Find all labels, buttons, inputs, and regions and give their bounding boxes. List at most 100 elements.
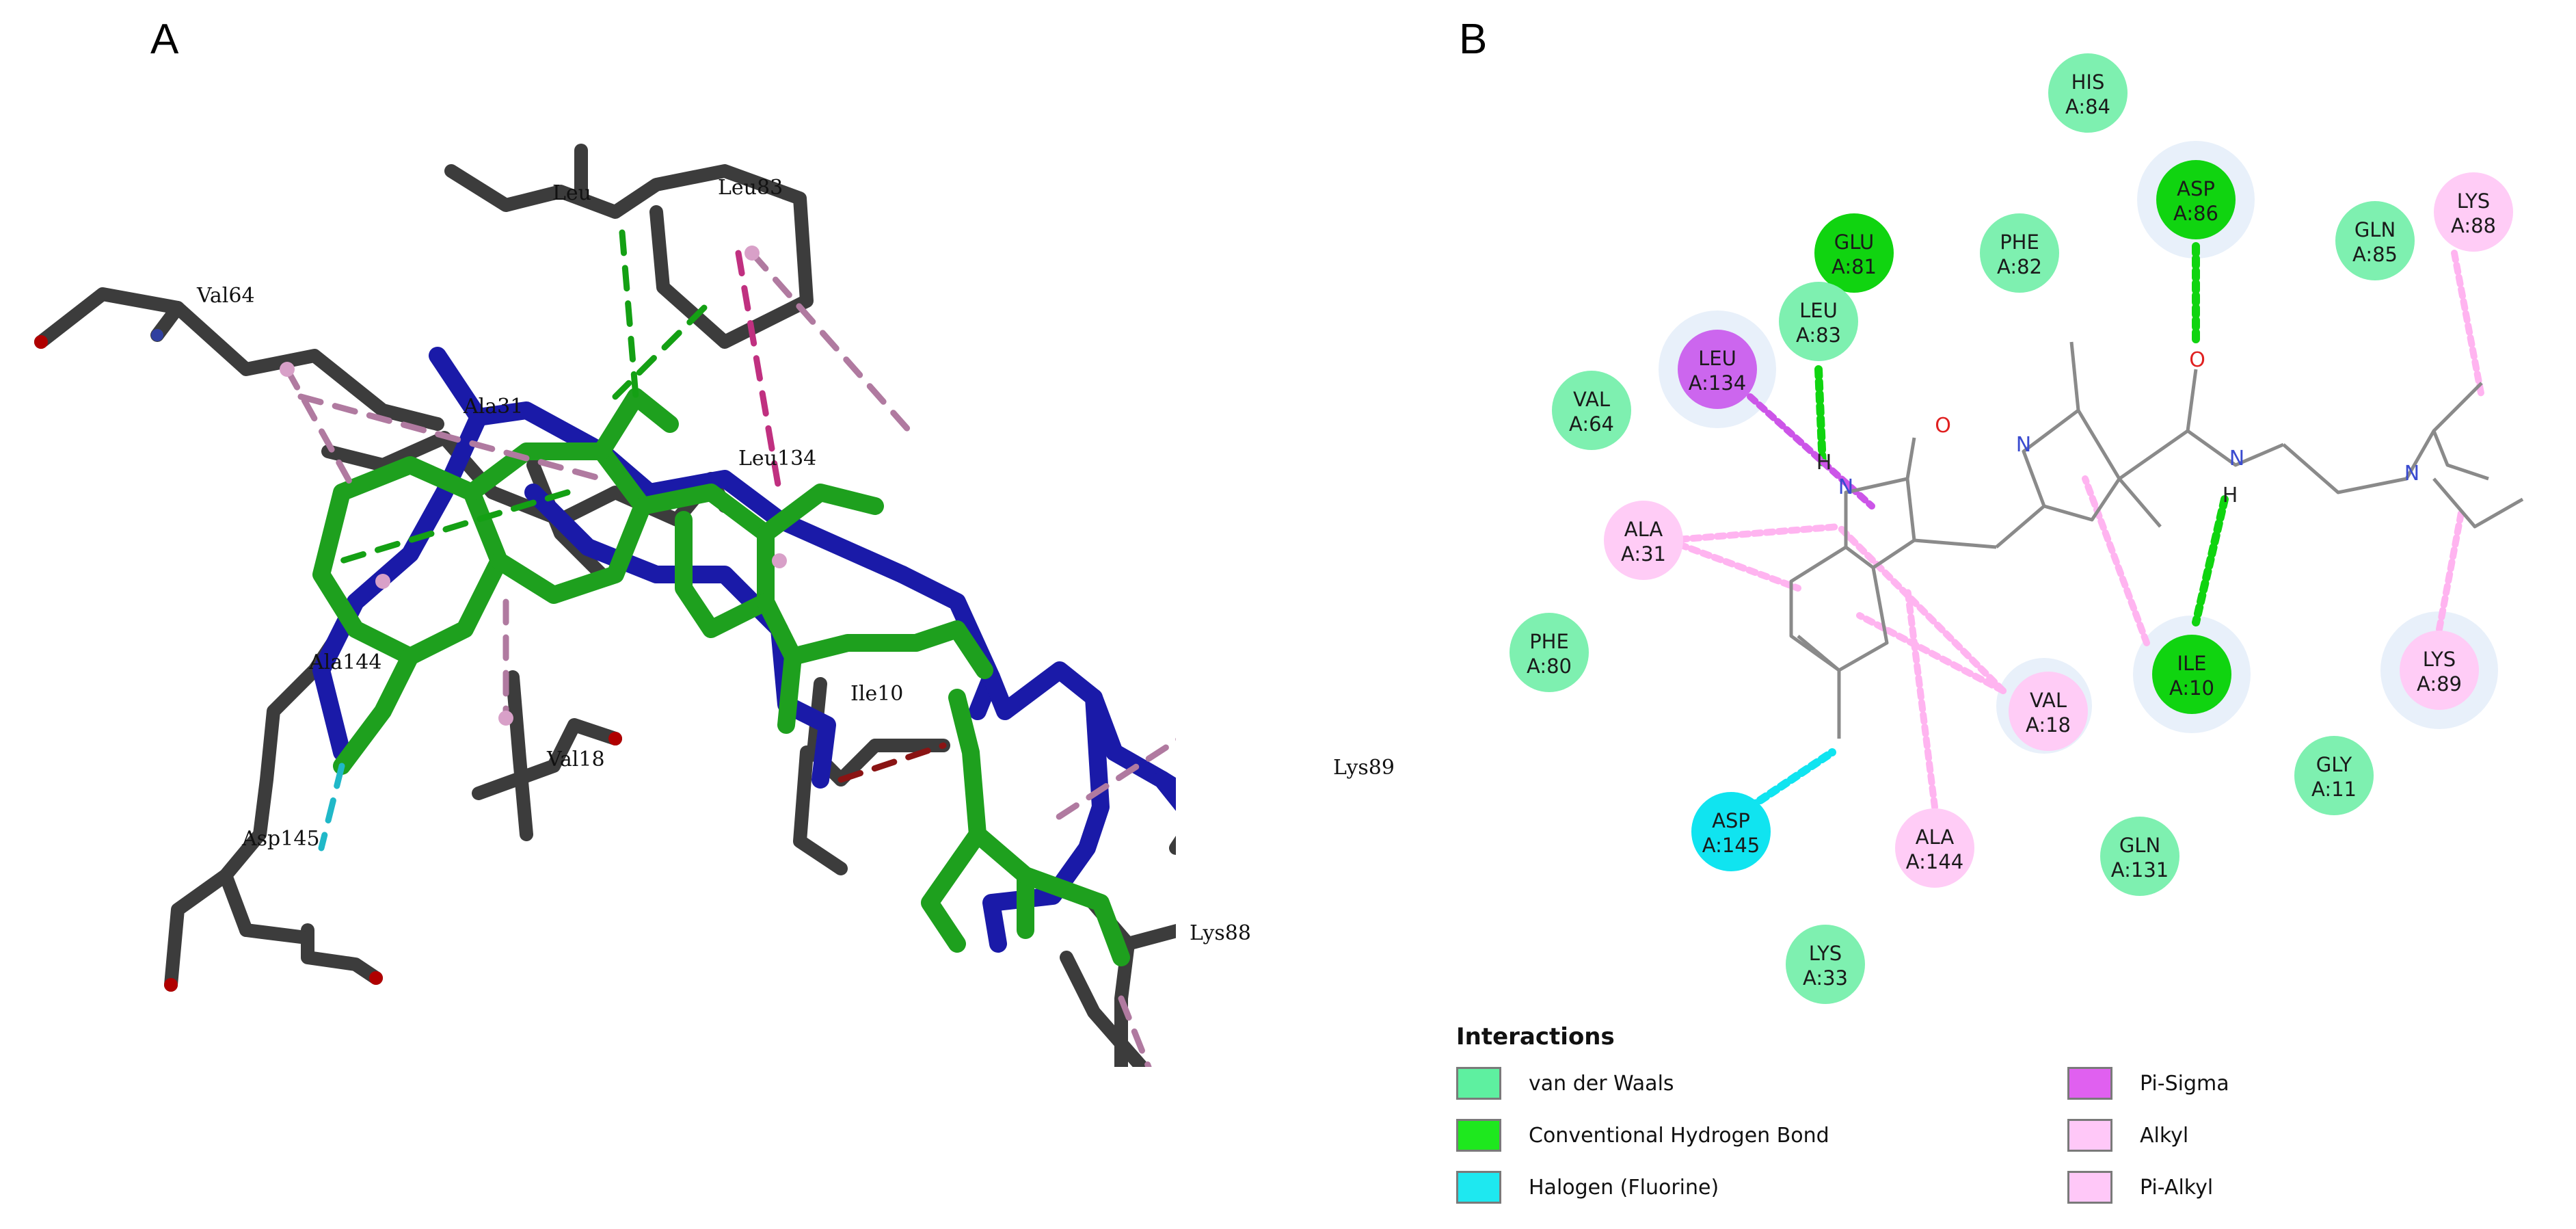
svg-text:O: O <box>1935 414 1951 438</box>
residue-number-label: A:33 <box>1803 966 1848 990</box>
alkyl-line <box>1665 537 1801 592</box>
residue-circle <box>1691 792 1771 871</box>
residue-name-label: GLU <box>1834 230 1874 254</box>
residue-name-label: VAL <box>1573 388 1610 411</box>
residue-circle <box>2434 172 2513 252</box>
residue-name-label: ALA <box>1916 825 1955 849</box>
panel-a-3d-pose <box>34 144 1176 1067</box>
panel-b-label: B <box>1459 16 1488 63</box>
residue-circle <box>2009 672 2088 751</box>
residue-number-label: A:82 <box>1997 255 2042 278</box>
residue-label-val64: Val64 <box>196 284 255 308</box>
residue-circle <box>2335 201 2415 280</box>
residue-name-label: ALA <box>1624 518 1663 541</box>
legend-swatch <box>1456 1171 1501 1204</box>
residue-name-label: ILE <box>2177 652 2206 675</box>
residue-name-label: HIS <box>2071 70 2105 94</box>
residue-number-label: A:145 <box>1702 834 1760 857</box>
interaction-lines <box>1665 242 2485 825</box>
residue-name-label: GLN <box>2119 834 2160 857</box>
residue-number-label: A:134 <box>1689 371 1746 395</box>
residue-name-label: GLY <box>2316 753 2352 776</box>
residue-circle <box>2400 631 2479 710</box>
residue-label-ala144: Ala144 <box>308 650 381 674</box>
residue-number-label: A:31 <box>1621 542 1666 566</box>
legend-item-vdw: van der Waals <box>1456 1067 1674 1100</box>
residue-circle <box>1779 282 1858 361</box>
alkyl-line <box>2451 250 2485 400</box>
legend-swatch <box>1456 1067 1501 1100</box>
residue-label-asp145: Asp145 <box>241 827 320 851</box>
residue-circle <box>2100 817 2179 896</box>
pi-alkyl-dash <box>1118 995 1152 1067</box>
legend-swatch <box>2067 1119 2112 1152</box>
residue-label-ile10: Ile10 <box>850 682 903 706</box>
residue-number-label: A:88 <box>2451 214 2496 237</box>
residue-circle <box>2156 160 2236 239</box>
panel-a-label: A <box>150 16 179 63</box>
pi-sigma-dash <box>735 250 783 496</box>
residue-name-label: LYS <box>2423 648 2456 671</box>
pi-sigma-line <box>1747 393 1875 510</box>
legend-item-alkyl: Alkyl <box>2067 1119 2188 1152</box>
residue-circle <box>1552 371 1631 450</box>
svg-text:N: N <box>1838 475 1853 499</box>
svg-text:H: H <box>2223 484 2238 507</box>
residue-number-label: A:144 <box>1906 850 1963 873</box>
residue-label-lys89: Lys89 <box>1333 756 1395 780</box>
legend-swatch <box>2067 1171 2112 1204</box>
svg-text:N: N <box>2404 462 2419 486</box>
residue-name-label: ASP <box>1712 809 1750 832</box>
legend-title: Interactions <box>1456 1023 1615 1050</box>
svg-text:H: H <box>1816 451 1832 475</box>
residue-circle <box>2048 53 2128 133</box>
residue-number-label: A:86 <box>2173 202 2218 225</box>
halogen-dash <box>318 763 345 851</box>
residue-number-label: A:64 <box>1569 412 1614 436</box>
residue-circle <box>1980 213 2059 293</box>
residue-number-label: A:89 <box>2417 672 2462 696</box>
legend-item-pialkyl: Pi-Alkyl <box>2067 1171 2213 1204</box>
residue-name-label: LYS <box>2457 189 2490 213</box>
residue-circle <box>1895 808 1974 888</box>
alkyl-line <box>1665 523 1842 544</box>
residue-number-label: A:11 <box>2311 778 2357 801</box>
hbond-dash <box>612 304 708 400</box>
residue-circle <box>1786 925 1865 1004</box>
svg-text:N: N <box>2229 447 2244 471</box>
residue-number-label: A:81 <box>1832 255 1877 278</box>
panel-a-labels: Val64 Leu83 Leu Ala31 Leu134 Ala144 Ile1… <box>196 176 1395 945</box>
residue-number-label: A:83 <box>1796 323 1841 347</box>
alkyl-line <box>2082 475 2150 646</box>
svg-text:O: O <box>2189 348 2205 372</box>
residue-nodes: HISA:84ASPA:86GLUA:81PHEA:82GLNA:85LYSA:… <box>1510 53 2513 1004</box>
legend-swatch <box>1456 1119 1501 1152</box>
hbond-dash <box>619 229 639 400</box>
hbond-line <box>1814 365 1827 469</box>
residue-label-val18: Val18 <box>546 748 605 771</box>
residue-name-label: GLN <box>2354 218 2396 241</box>
alkyl-line <box>1904 585 1938 810</box>
residue-circle <box>2152 635 2231 714</box>
residue-name-label: LEU <box>1799 299 1838 322</box>
residue-label-lys88: Lys88 <box>1190 921 1251 945</box>
residue-number-label: A:80 <box>1527 655 1572 678</box>
pi-alkyl-dash <box>1049 737 1176 824</box>
residue-circle <box>1814 213 1894 293</box>
residue-label-leu134: Leu134 <box>738 447 816 471</box>
residue-name-label: LEU <box>1698 347 1736 370</box>
atom-labels: O O N N H N H N <box>1816 348 2420 507</box>
